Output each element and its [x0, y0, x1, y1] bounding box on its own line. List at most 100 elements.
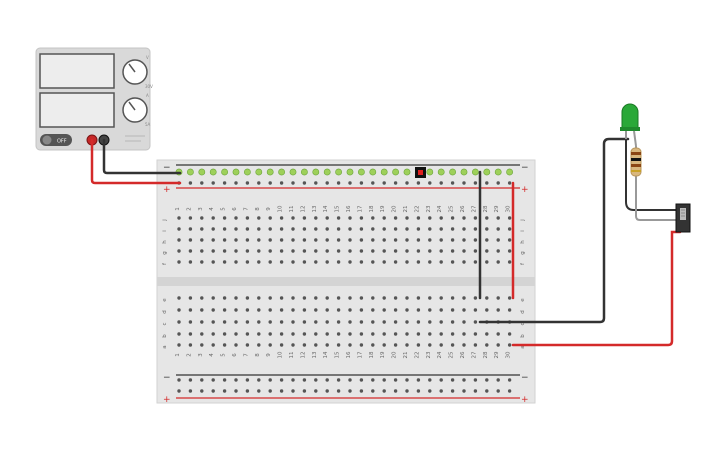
terminal-hole-d-13[interactable]: [314, 308, 318, 312]
terminal-hole-i-2[interactable]: [188, 227, 193, 231]
terminal-hole-d-24[interactable]: [439, 308, 443, 312]
terminal-hole-f-13[interactable]: [314, 260, 318, 264]
terminal-hole-h-30[interactable]: [507, 238, 512, 242]
terminal-hole-i-27[interactable]: [473, 227, 478, 231]
rail-hole-top-plus[interactable]: [473, 181, 478, 185]
terminal-hole-j-26[interactable]: [462, 216, 466, 220]
rail-hole-bottom-plus[interactable]: [211, 389, 215, 393]
terminal-hole-e-13[interactable]: [314, 296, 318, 300]
terminal-hole-c-11[interactable]: [291, 320, 295, 324]
terminal-hole-d-16[interactable]: [348, 308, 352, 312]
rail-hole-top-plus[interactable]: [222, 181, 227, 185]
terminal-hole-a-2[interactable]: [188, 343, 193, 347]
terminal-hole-i-8[interactable]: [257, 227, 261, 231]
rail-hole-top-plus[interactable]: [279, 181, 284, 185]
terminal-hole-f-2[interactable]: [188, 260, 193, 264]
terminal-hole-a-27[interactable]: [473, 343, 478, 347]
terminal-hole-f-29[interactable]: [496, 260, 500, 264]
rail-hole-top-plus[interactable]: [416, 181, 421, 185]
terminal-hole-e-14[interactable]: [325, 296, 329, 300]
rail-hole-bottom-plus[interactable]: [257, 389, 261, 393]
terminal-hole-j-8[interactable]: [257, 216, 261, 220]
rail-hole-top-minus[interactable]: [483, 168, 491, 176]
terminal-hole-g-25[interactable]: [450, 249, 455, 253]
terminal-hole-f-27[interactable]: [473, 260, 478, 264]
terminal-hole-e-29[interactable]: [496, 296, 500, 300]
rail-hole-bottom-minus[interactable]: [279, 378, 284, 382]
terminal-hole-e-5[interactable]: [222, 296, 227, 300]
rail-hole-top-minus[interactable]: [255, 168, 263, 176]
rail-hole-bottom-minus[interactable]: [234, 378, 238, 382]
rail-hole-bottom-plus[interactable]: [439, 389, 443, 393]
terminal-hole-f-17[interactable]: [359, 260, 364, 264]
rail-hole-top-minus[interactable]: [471, 168, 479, 176]
terminal-hole-c-26[interactable]: [462, 320, 466, 324]
terminal-hole-i-12[interactable]: [302, 227, 307, 231]
terminal-hole-h-1[interactable]: [177, 238, 181, 242]
terminal-hole-a-29[interactable]: [496, 343, 500, 347]
rail-hole-top-minus[interactable]: [243, 168, 251, 176]
terminal-hole-d-4[interactable]: [211, 308, 215, 312]
terminal-hole-h-11[interactable]: [291, 238, 295, 242]
terminal-hole-d-15[interactable]: [336, 308, 341, 312]
rail-hole-top-plus[interactable]: [439, 181, 443, 185]
terminal-hole-d-6[interactable]: [234, 308, 238, 312]
rail-hole-top-minus[interactable]: [426, 168, 434, 176]
terminal-hole-c-15[interactable]: [336, 320, 341, 324]
rail-hole-bottom-plus[interactable]: [200, 389, 204, 393]
terminal-hole-d-21[interactable]: [405, 308, 409, 312]
terminal-hole-g-17[interactable]: [359, 249, 364, 253]
rail-hole-top-plus[interactable]: [200, 181, 204, 185]
rail-hole-top-plus[interactable]: [348, 181, 352, 185]
terminal-hole-c-21[interactable]: [405, 320, 409, 324]
rail-hole-bottom-plus[interactable]: [222, 389, 227, 393]
rail-hole-bottom-plus[interactable]: [188, 389, 193, 393]
terminal-hole-g-22[interactable]: [416, 249, 421, 253]
rail-hole-bottom-plus[interactable]: [496, 389, 500, 393]
terminal-hole-d-26[interactable]: [462, 308, 466, 312]
terminal-hole-i-9[interactable]: [268, 227, 272, 231]
terminal-hole-f-23[interactable]: [428, 260, 432, 264]
terminal-hole-f-6[interactable]: [234, 260, 238, 264]
terminal-hole-c-25[interactable]: [450, 320, 455, 324]
rail-hole-bottom-plus[interactable]: [234, 389, 238, 393]
terminal-hole-d-20[interactable]: [393, 308, 398, 312]
terminal-hole-h-3[interactable]: [200, 238, 204, 242]
terminal-hole-e-27[interactable]: [473, 296, 478, 300]
rail-hole-top-minus[interactable]: [209, 168, 217, 176]
terminal-hole-d-7[interactable]: [245, 308, 250, 312]
terminal-hole-g-9[interactable]: [268, 249, 272, 253]
terminal-hole-i-20[interactable]: [393, 227, 398, 231]
terminal-hole-i-6[interactable]: [234, 227, 238, 231]
terminal-hole-b-14[interactable]: [325, 332, 329, 336]
terminal-hole-g-11[interactable]: [291, 249, 295, 253]
terminal-hole-h-8[interactable]: [257, 238, 261, 242]
rail-hole-top-plus[interactable]: [507, 181, 512, 185]
terminal-hole-j-24[interactable]: [439, 216, 443, 220]
terminal-hole-f-3[interactable]: [200, 260, 204, 264]
terminal-hole-a-7[interactable]: [245, 343, 250, 347]
terminal-hole-c-4[interactable]: [211, 320, 215, 324]
terminal-hole-f-5[interactable]: [222, 260, 227, 264]
terminal-hole-j-14[interactable]: [325, 216, 329, 220]
rail-hole-top-plus[interactable]: [371, 181, 375, 185]
rail-hole-bottom-minus[interactable]: [211, 378, 215, 382]
terminal-hole-b-30[interactable]: [507, 332, 512, 336]
terminal-hole-b-22[interactable]: [416, 332, 421, 336]
terminal-hole-j-16[interactable]: [348, 216, 352, 220]
rail-hole-top-plus[interactable]: [393, 181, 398, 185]
terminal-hole-d-22[interactable]: [416, 308, 421, 312]
terminal-hole-e-15[interactable]: [336, 296, 341, 300]
terminal-hole-b-9[interactable]: [268, 332, 272, 336]
rail-hole-top-plus[interactable]: [188, 181, 193, 185]
terminal-hole-a-21[interactable]: [405, 343, 409, 347]
rail-hole-top-minus[interactable]: [335, 168, 342, 176]
rail-hole-top-plus[interactable]: [382, 181, 386, 185]
rail-hole-top-minus[interactable]: [449, 168, 456, 176]
rail-hole-top-minus[interactable]: [266, 168, 274, 176]
terminal-hole-b-5[interactable]: [222, 332, 227, 336]
terminal-hole-g-23[interactable]: [428, 249, 432, 253]
terminal-hole-d-12[interactable]: [302, 308, 307, 312]
terminal-hole-f-8[interactable]: [257, 260, 261, 264]
